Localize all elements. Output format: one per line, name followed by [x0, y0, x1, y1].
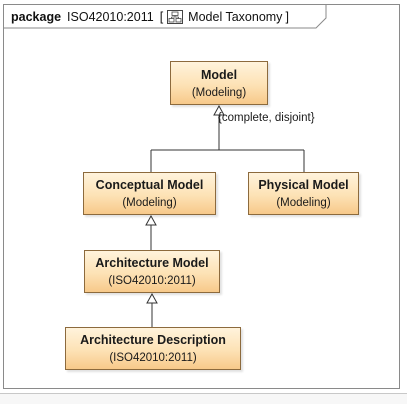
class-name: Architecture Model [95, 256, 209, 270]
generalization-set-constraint: {complete, disjoint} [218, 112, 315, 124]
package-name: ISO42010:2011 [67, 10, 154, 24]
class-name: Architecture Description [80, 333, 226, 347]
generalization-arrowhead [145, 214, 157, 226]
frame-header: package ISO42010:2011 [ Model Taxonomy ] [4, 5, 322, 29]
conceptual-model-class[interactable]: Conceptual Model (Modeling) [83, 172, 216, 215]
class-name: Physical Model [258, 178, 349, 192]
class-stereotype: (ISO42010:2011) [108, 275, 196, 287]
class-stereotype: (Modeling) [122, 197, 177, 209]
diagram-name: Model Taxonomy [188, 10, 283, 24]
horizontal-scrollbar[interactable] [0, 393, 407, 404]
class-diagram-icon [166, 10, 183, 25]
class-name: Conceptual Model [95, 178, 204, 192]
architecture-model-class[interactable]: Architecture Model (ISO42010:2011) [84, 250, 220, 293]
generalization-arrowhead [146, 292, 158, 304]
bracket-close: ] [285, 10, 289, 24]
frame-tab-outline [4, 5, 327, 29]
class-name: Model [200, 67, 238, 82]
physical-model-class[interactable]: Physical Model (Modeling) [248, 172, 359, 215]
frame-keyword: package [11, 10, 62, 24]
class-stereotype: (ISO42010:2011) [109, 352, 197, 364]
class-stereotype: (Modeling) [191, 86, 247, 99]
model-class[interactable]: Model (Modeling) [170, 61, 268, 105]
bracket-open: [ [159, 10, 164, 24]
class-stereotype: (Modeling) [276, 197, 331, 209]
architecture-description-class[interactable]: Architecture Description (ISO42010:2011) [65, 327, 241, 370]
